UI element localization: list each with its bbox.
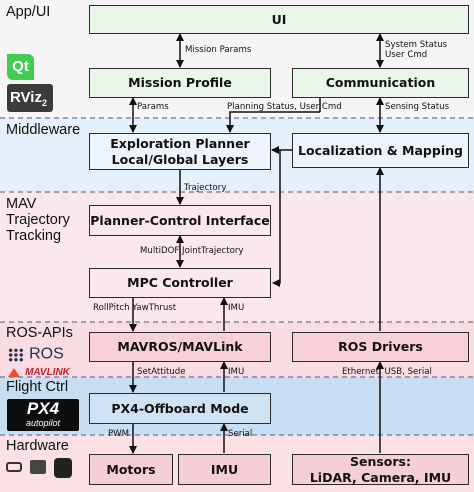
motors-box: Motors: [89, 454, 173, 485]
edge-label-multidof: MultiDOF JointTrajectory: [140, 246, 244, 256]
lidar-icon: [54, 458, 72, 478]
rviz-logo-sub: 2: [41, 98, 47, 108]
edge-label-mission-params: Mission Params: [185, 45, 252, 55]
drone-icon: [6, 462, 22, 472]
mavlink-icon: [8, 368, 20, 377]
ros-logo-text: ROS: [29, 345, 64, 363]
edge-label-pwm: PWM: [108, 429, 130, 439]
edge-label-rollpitch: RollPitch YawThrust: [93, 303, 177, 313]
sensors-box: Sensors: LiDAR, Camera, IMU: [292, 454, 469, 485]
ui-box: UI: [89, 5, 469, 34]
ros-logo: ROS: [8, 344, 70, 363]
px4-offboard-mode-box: PX4-Offboard Mode: [89, 393, 271, 424]
edge-label-ethernet: Ethernet, USB, Serial: [342, 367, 432, 377]
band-label-flight-ctrl: Flight Ctrl: [6, 379, 69, 395]
px4-logo-sub: autopilot: [25, 418, 61, 428]
mission-profile-box: Mission Profile: [89, 68, 271, 98]
mavlink-logo-text: MAVLINK: [25, 367, 70, 378]
edge-label-imu-mpc: IMU: [228, 303, 245, 313]
mpc-controller-box: MPC Controller: [89, 268, 271, 298]
edge-label-trajectory: Trajectory: [184, 183, 227, 193]
band-label-ros-apis: ROS-APIs: [6, 325, 73, 341]
ros-dots-icon: [8, 347, 24, 362]
edge-label-serial: Serial: [228, 429, 253, 439]
edge-label-system-status: System Status User Cmd: [385, 40, 448, 60]
edge-label-imu-px4: IMU: [228, 367, 245, 377]
edge-label-params: Params: [137, 102, 169, 112]
band-label-hardware: Hardware: [6, 438, 69, 454]
localization-mapping-box: Localization & Mapping: [292, 133, 469, 168]
band-label-middleware: Middleware: [6, 122, 81, 138]
communication-box: Communication: [292, 68, 469, 98]
px4-logo-text: PX4: [26, 399, 60, 418]
planner-control-interface-box: Planner-Control Interface: [89, 205, 271, 236]
edge-label-setattitude: SetAttitude: [137, 367, 186, 377]
exploration-planner-box: Exploration Planner Local/Global Layers: [89, 133, 271, 170]
qt-logo: Qt: [7, 54, 34, 80]
rviz-logo-text: RViz: [10, 89, 42, 106]
ros-drivers-box: ROS Drivers: [292, 332, 469, 362]
mavlink-logo: MAVLINK: [8, 362, 70, 378]
px4-logo: PX4 autopilot: [7, 399, 79, 431]
camera-icon: [30, 460, 46, 474]
band-label-app-ui: App/UI: [6, 4, 51, 20]
rviz-logo: RViz2: [7, 84, 53, 112]
edge-label-sensing-status: Sensing Status: [385, 102, 450, 112]
hardware-icons: [6, 458, 76, 480]
edge-label-planning-status: Planning Status, User Cmd: [227, 102, 342, 112]
imu-box: IMU: [178, 454, 271, 485]
mavros-mavlink-box: MAVROS/MAVLink: [89, 332, 271, 362]
band-label-mav: MAV Trajectory Tracking: [6, 196, 70, 244]
